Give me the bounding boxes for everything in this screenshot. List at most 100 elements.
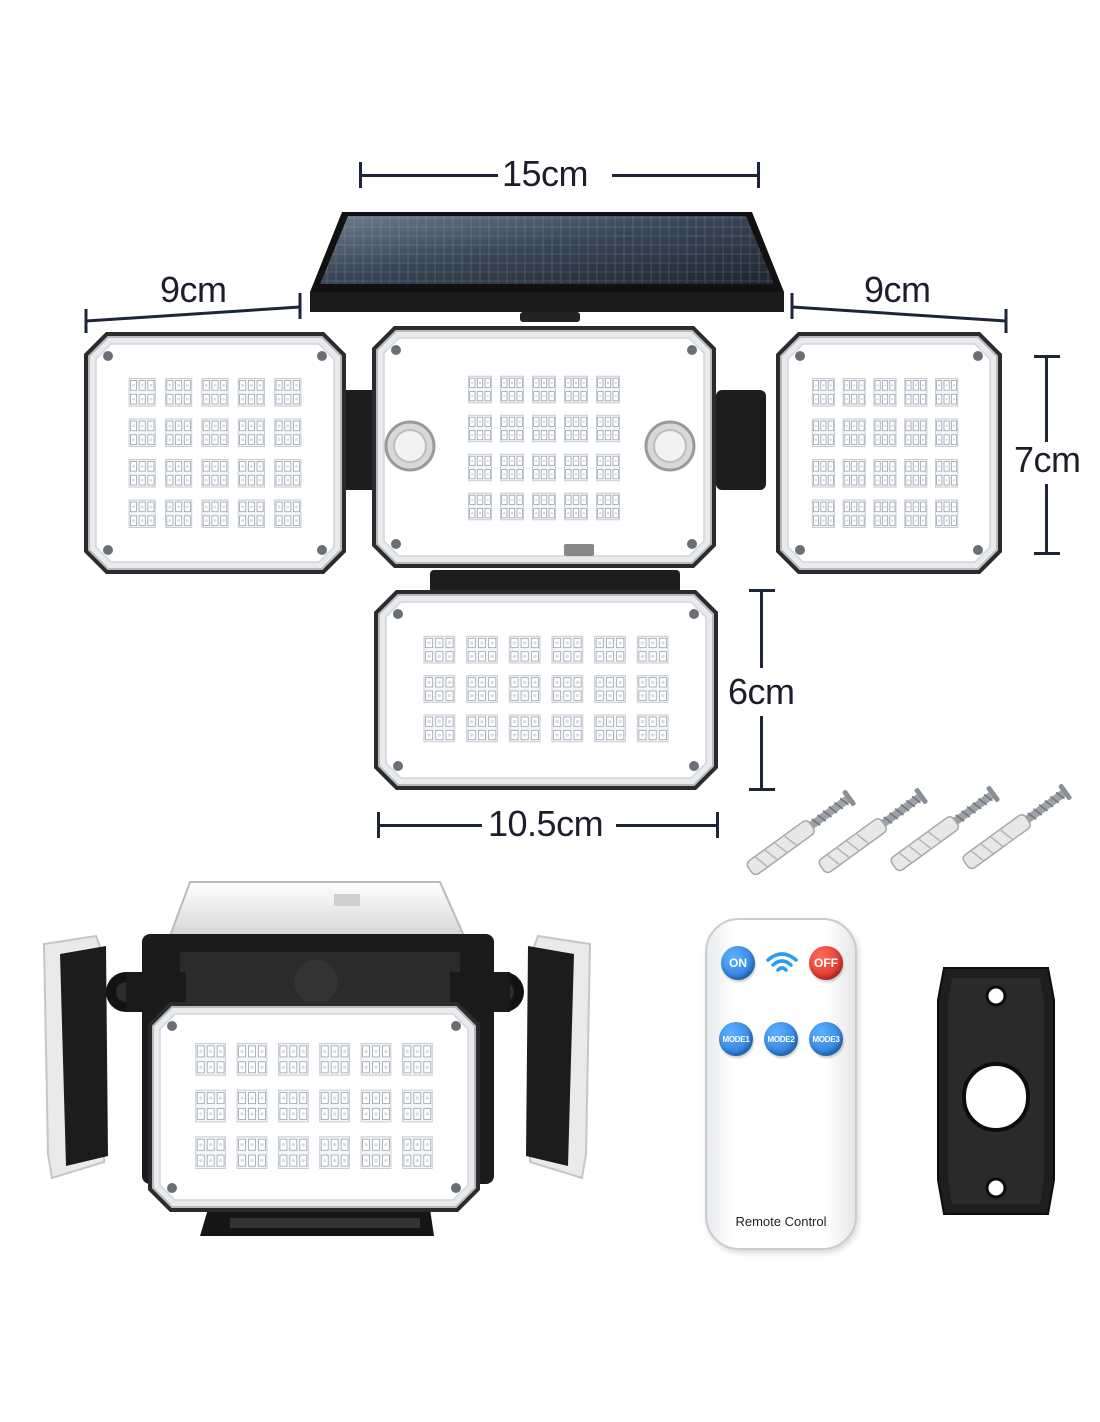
led-cluster (467, 492, 493, 521)
dimension-tick (716, 812, 719, 838)
led-cluster (201, 377, 229, 407)
led-cluster (274, 377, 302, 407)
led-cluster (128, 458, 156, 488)
led-cluster (467, 453, 493, 482)
dimension-line (616, 824, 718, 827)
dimension-line (760, 590, 763, 668)
dimension-label: 6cm (728, 671, 795, 712)
dimension-label: 7cm (1014, 439, 1081, 480)
led-cluster (237, 458, 266, 488)
led-cluster (467, 375, 493, 404)
led-cluster (904, 499, 928, 529)
led-cluster (319, 1136, 351, 1170)
led-cluster (467, 414, 493, 443)
motion-sensor-right (644, 420, 696, 472)
led-cluster (842, 499, 866, 529)
led-cluster (466, 635, 498, 664)
led-cluster (595, 492, 621, 521)
led-cluster (201, 458, 229, 488)
motion-sensor-left (384, 420, 436, 472)
dimension-tick (757, 162, 760, 188)
led-cluster (360, 1042, 392, 1076)
led-cluster (195, 1136, 227, 1170)
led-cluster (531, 492, 557, 521)
led-cluster (636, 635, 669, 664)
light-panel-right (776, 332, 1002, 574)
remote-control: ON OFF MODE1 MODE2 MODE3 Remote Control (705, 918, 857, 1250)
led-cluster (164, 499, 193, 529)
led-cluster (811, 458, 835, 488)
light-assembly (84, 326, 1002, 790)
led-cluster (423, 675, 456, 703)
led-cluster (277, 1136, 309, 1170)
led-cluster (563, 375, 589, 404)
led-cluster (401, 1136, 433, 1170)
led-cluster (811, 377, 835, 407)
screw-anchor (962, 784, 1072, 870)
led-cluster (551, 714, 584, 743)
dimension-line (1045, 356, 1048, 442)
remote-mode2-button[interactable]: MODE2 (764, 1022, 798, 1056)
led-cluster (904, 377, 928, 407)
led-cluster (236, 1136, 268, 1170)
led-cluster (595, 414, 621, 443)
led-cluster (508, 635, 541, 664)
mounting-plate (937, 967, 1055, 1215)
mount-arm-left (338, 390, 380, 490)
led-cluster (595, 375, 621, 404)
led-cluster (811, 418, 835, 448)
led-cluster (935, 458, 959, 488)
remote-on-button[interactable]: ON (721, 946, 755, 980)
dimension-line (1045, 484, 1048, 554)
led-cluster (563, 453, 589, 482)
dimension-label: 9cm (160, 269, 227, 310)
led-cluster (423, 714, 456, 743)
led-cluster (563, 492, 589, 521)
led-cluster (594, 675, 626, 703)
led-cluster (128, 377, 156, 407)
led-cluster (551, 635, 584, 664)
remote-label: Remote Control (735, 1214, 827, 1229)
led-cluster (236, 1042, 268, 1076)
led-cluster (508, 714, 541, 743)
led-cluster (499, 492, 525, 521)
screw-anchor (890, 786, 1000, 872)
remote-mode1-button[interactable]: MODE1 (719, 1022, 753, 1056)
led-cluster (499, 375, 525, 404)
light-panel-left (84, 332, 346, 574)
dimension-line-left (84, 293, 302, 333)
screw-anchor (746, 790, 856, 876)
led-cluster (319, 1089, 351, 1123)
led-cluster (935, 377, 959, 407)
led-cluster (466, 675, 498, 703)
dimension-line-right (790, 293, 1008, 333)
product-side-view (42, 881, 592, 1236)
remote-mode3-button[interactable]: MODE3 (809, 1022, 843, 1056)
remote-off-button[interactable]: OFF (809, 946, 843, 980)
led-cluster (164, 458, 193, 488)
led-cluster (873, 377, 897, 407)
led-cluster (274, 458, 302, 488)
dimension-label: 9cm (864, 269, 931, 310)
dimension-tick (377, 812, 380, 838)
dimension-tick (1034, 552, 1060, 555)
led-cluster (466, 714, 498, 743)
led-cluster (195, 1042, 227, 1076)
screw-anchors (746, 784, 1072, 876)
mount-arm-right (716, 390, 766, 490)
led-cluster (401, 1042, 433, 1076)
led-cluster (873, 499, 897, 529)
led-cluster (201, 418, 229, 448)
led-cluster (360, 1136, 392, 1170)
led-cluster (935, 499, 959, 529)
led-cluster (237, 377, 266, 407)
dimension-line (760, 716, 763, 790)
led-cluster (531, 453, 557, 482)
led-cluster (128, 499, 156, 529)
led-cluster (935, 418, 959, 448)
led-cluster (499, 414, 525, 443)
dimension-label: 15cm (502, 153, 589, 194)
led-cluster (636, 675, 669, 703)
led-cluster (531, 414, 557, 443)
led-cluster (904, 458, 928, 488)
